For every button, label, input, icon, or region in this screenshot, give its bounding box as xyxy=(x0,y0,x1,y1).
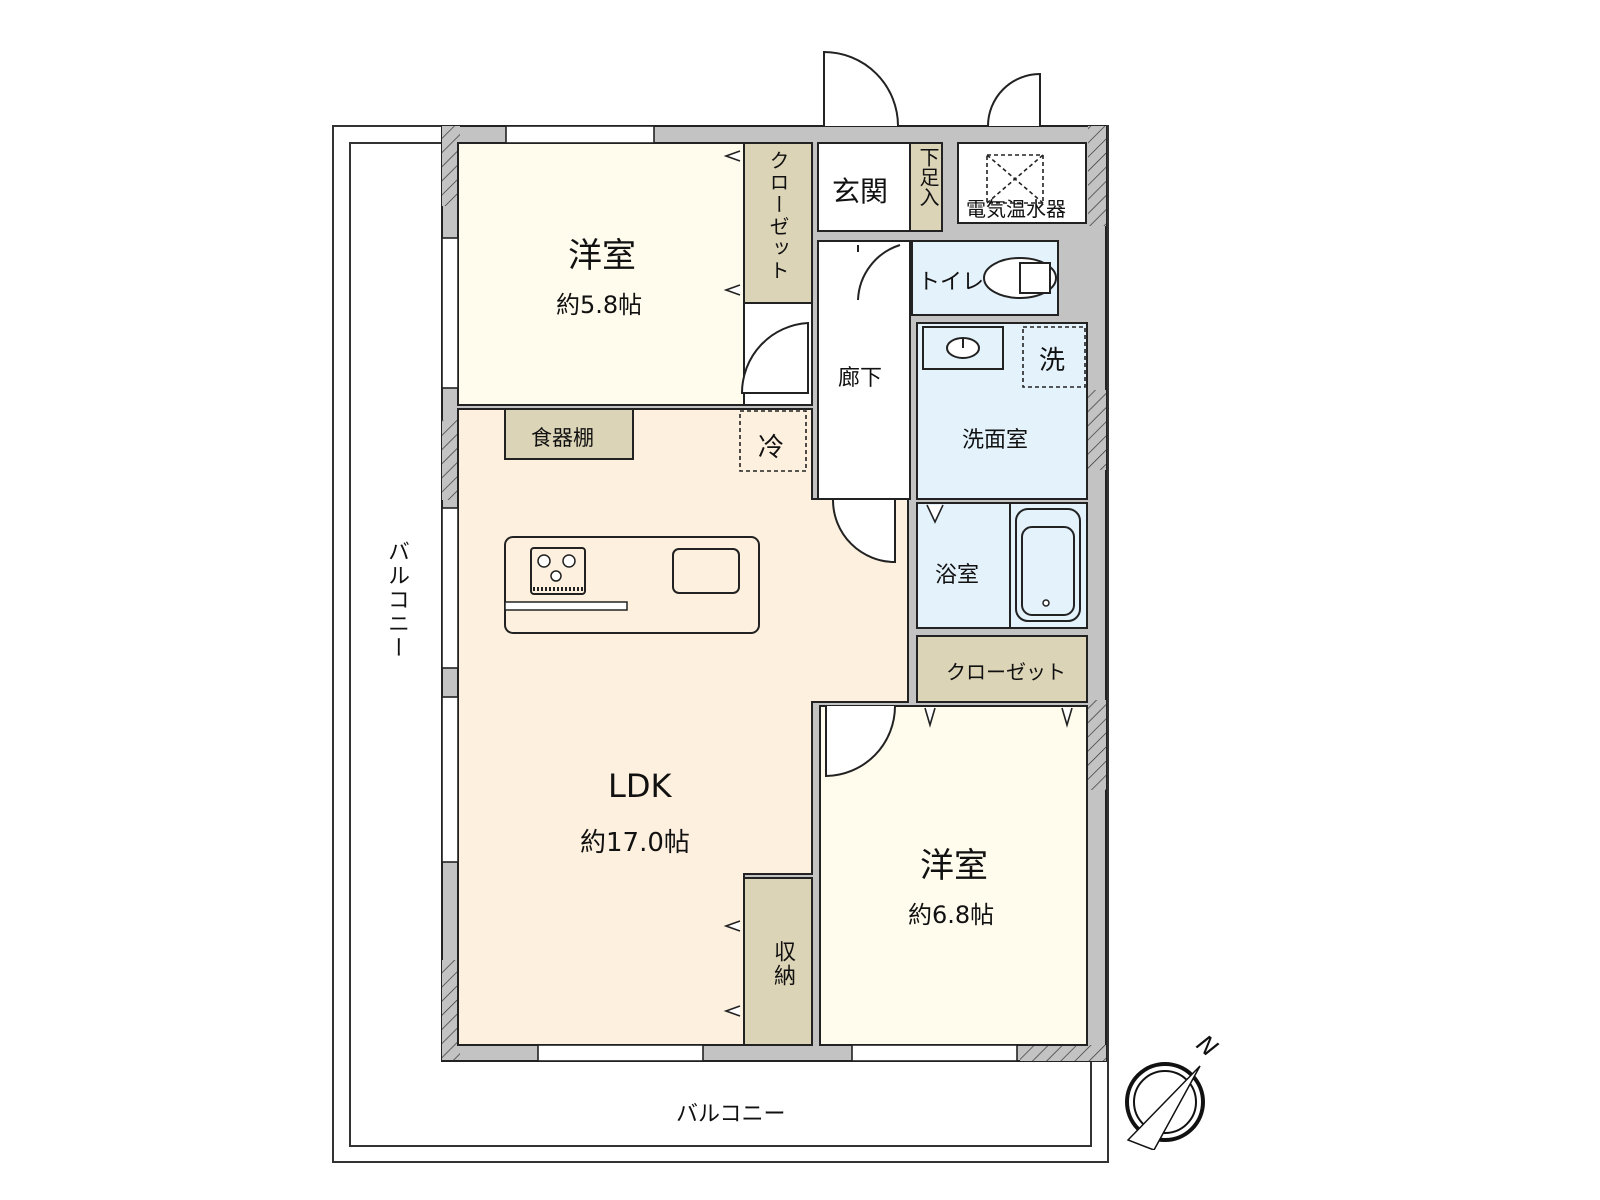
room-western-2-name: 洋室 xyxy=(920,846,988,886)
toilet-label: トイレ xyxy=(918,270,985,295)
storage xyxy=(743,877,813,1046)
compass-icon: N xyxy=(1120,1030,1230,1150)
entrance xyxy=(817,142,911,232)
closet-2 xyxy=(916,635,1088,703)
cupboard-label: 食器棚 xyxy=(531,426,594,450)
corridor-label: 廊下 xyxy=(838,366,883,391)
corridor xyxy=(817,240,911,500)
water-heater xyxy=(957,142,1087,224)
closet-2-label: クローゼット xyxy=(946,660,1066,684)
closet-1-label: クローゼット xyxy=(766,150,790,282)
room-ldk-name: LDK xyxy=(608,767,672,805)
room-western-1 xyxy=(457,142,745,406)
washer-label: 洗 xyxy=(1039,346,1066,376)
cupboard xyxy=(504,408,634,460)
room-western-1-area: 約5.8帖 xyxy=(556,291,643,319)
bathroom-label: 浴室 xyxy=(935,563,980,588)
room-ldk-area: 約17.0帖 xyxy=(580,828,690,858)
shoe-closet-label: 下足入 xyxy=(916,147,940,207)
room-western-2-area: 約6.8帖 xyxy=(908,901,995,929)
shoe-closet xyxy=(909,142,943,232)
balcony-south-label: バルコニー xyxy=(676,1102,786,1127)
balcony-west-label: バルコニー xyxy=(384,540,409,660)
entrance-label: 玄関 xyxy=(832,175,889,208)
closet-1 xyxy=(743,142,813,304)
fridge-label: 冷 xyxy=(758,433,785,463)
water-heater-label: 電気温水器 xyxy=(966,197,1066,221)
room-western-1-name: 洋室 xyxy=(568,236,636,276)
washroom-label: 洗面室 xyxy=(962,428,1029,453)
storage-label: 収納 xyxy=(770,940,795,988)
